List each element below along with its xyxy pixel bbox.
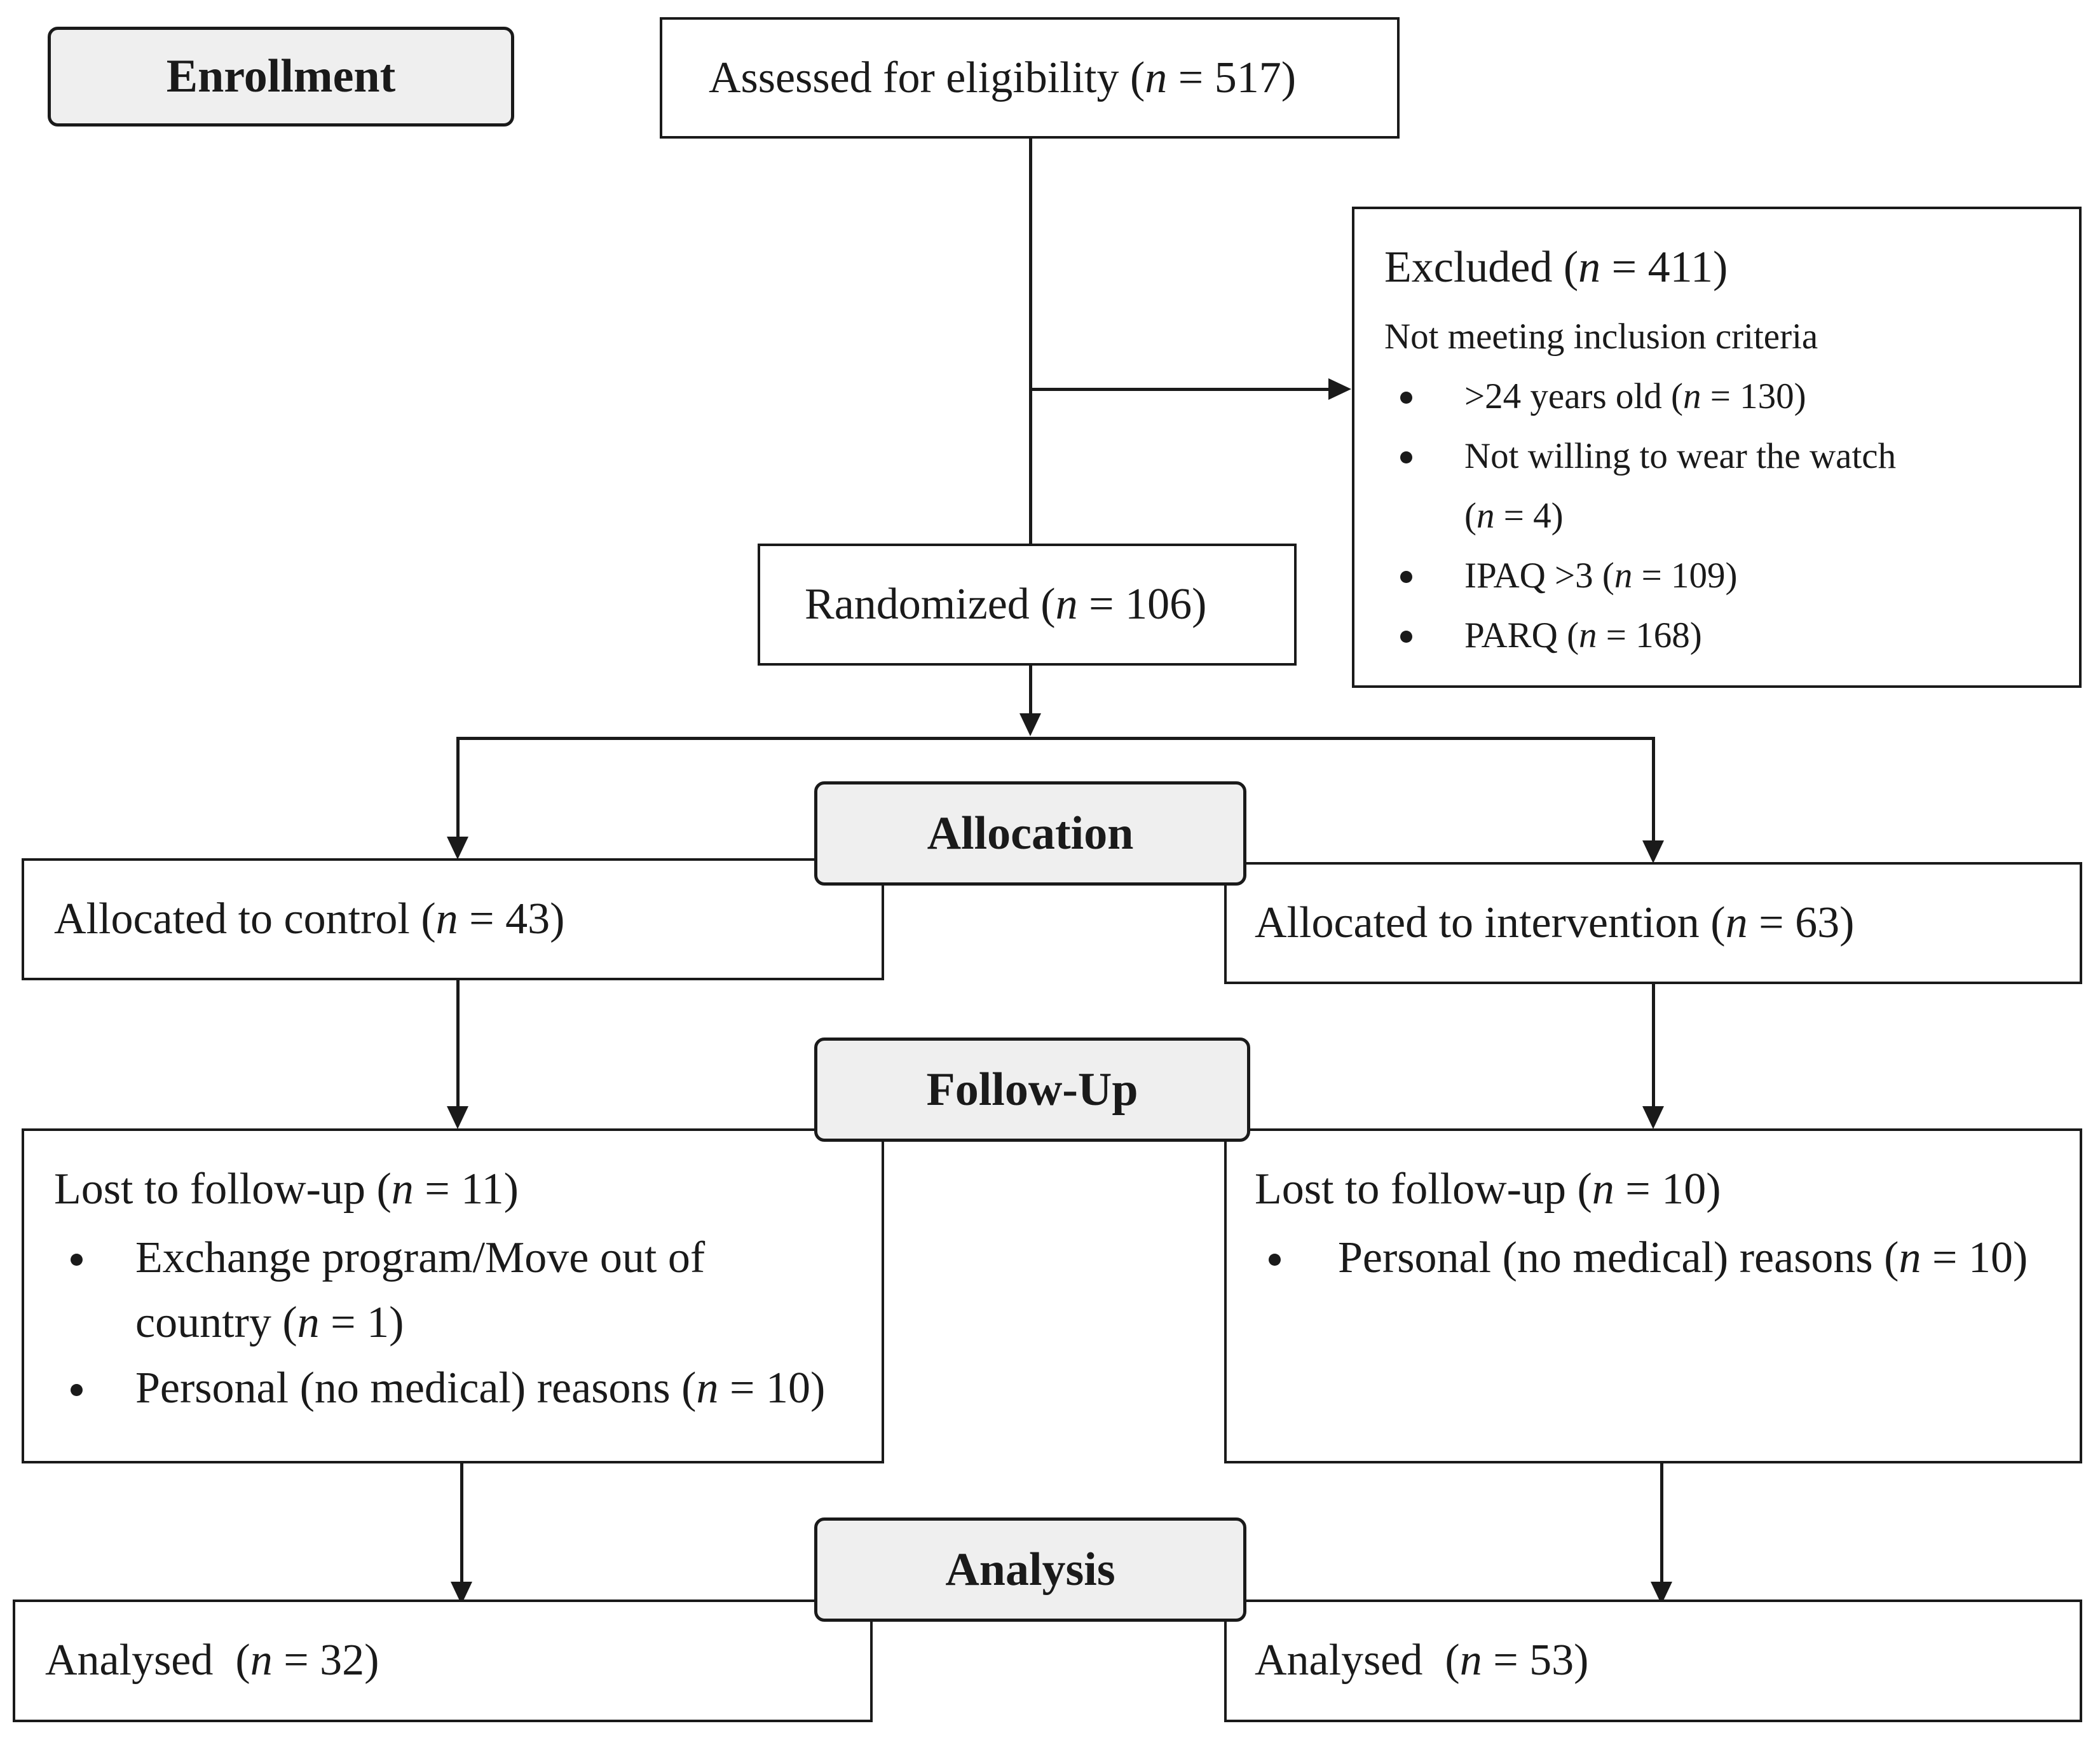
stage-follow-up: Follow-Up <box>814 1038 1250 1142</box>
lost-control-box: Lost to follow-up (n = 11) Exchange prog… <box>22 1128 884 1463</box>
bullet-icon <box>1400 392 1412 404</box>
connector-control-analysis <box>460 1462 463 1602</box>
arrow-to-excluded-icon <box>1328 378 1351 400</box>
connector-assessed-randomized <box>1029 139 1032 547</box>
allocated-control-box: Allocated to control (n = 43) <box>22 858 884 980</box>
bullet-icon <box>1269 1254 1281 1266</box>
lost-control-title: Lost to follow-up (n = 11) <box>54 1165 519 1214</box>
lost-intervention-box: Lost to follow-up (n = 10) Personal (no … <box>1224 1128 2082 1463</box>
analysed-intervention-text: Analysed (n = 53) <box>1255 1636 1589 1685</box>
allocated-control-text: Allocated to control (n = 43) <box>54 894 565 943</box>
lost-control-item-exchange: Exchange program/Move out of <box>135 1233 706 1282</box>
randomized-box: Randomized (n = 106) <box>758 544 1297 666</box>
excluded-title: Excluded (n = 411) <box>1384 243 1728 292</box>
lost-intervention-item-personal: Personal (no medical) reasons (n = 10) <box>1338 1233 2028 1282</box>
connector-to-excluded <box>1029 388 1344 391</box>
excluded-item-age: >24 years old (n = 130) <box>1464 376 1806 416</box>
arrow-control-followup-icon <box>447 1106 468 1129</box>
connector-control-followup <box>456 979 460 1120</box>
bullet-icon <box>1400 571 1412 583</box>
assessed-box: Assessed for eligibility (n = 517) <box>660 17 1400 139</box>
stage-enrollment: Enrollment <box>48 27 514 127</box>
bullet-icon <box>71 1254 83 1266</box>
arrow-randomized-icon <box>1019 713 1041 736</box>
excluded-item-parq: PARQ (n = 168) <box>1464 615 1702 655</box>
connector-randomized-split <box>1029 664 1032 728</box>
lost-control-item-exchange-line2: country (n = 1) <box>135 1298 404 1347</box>
stage-allocation-label: Allocation <box>927 807 1134 860</box>
stage-analysis-label: Analysis <box>945 1543 1115 1596</box>
lost-intervention-title: Lost to follow-up (n = 10) <box>1255 1165 1721 1214</box>
connector-intervention-followup <box>1652 984 1655 1120</box>
connector-to-intervention <box>1652 737 1655 846</box>
stage-allocation: Allocation <box>814 781 1246 886</box>
bullet-icon <box>1400 631 1412 643</box>
lost-control-item-personal: Personal (no medical) reasons (n = 10) <box>135 1364 826 1413</box>
stage-follow-up-label: Follow-Up <box>926 1063 1138 1116</box>
excluded-item-ipaq: IPAQ >3 (n = 109) <box>1464 556 1738 596</box>
analysed-control-box: Analysed (n = 32) <box>13 1600 873 1722</box>
assessed-text: Assessed for eligibility (n = 517) <box>709 53 1297 102</box>
analysed-intervention-box: Analysed (n = 53) <box>1224 1600 2082 1722</box>
allocated-intervention-box: Allocated to intervention (n = 63) <box>1224 862 2082 984</box>
arrow-to-control-icon <box>447 837 468 860</box>
connector-split-horizontal <box>456 737 1655 740</box>
stage-enrollment-label: Enrollment <box>166 50 396 102</box>
excluded-box: Excluded (n = 411) Not meeting inclusion… <box>1352 207 2082 688</box>
allocated-intervention-text: Allocated to intervention (n = 63) <box>1255 898 1855 947</box>
excluded-item-watch: Not willing to wear the watch <box>1464 436 1897 476</box>
bullet-icon <box>1400 451 1412 463</box>
analysed-control-text: Analysed (n = 32) <box>45 1636 379 1685</box>
arrow-to-intervention-icon <box>1642 840 1664 863</box>
arrow-intervention-followup-icon <box>1642 1106 1664 1129</box>
randomized-text: Randomized (n = 106) <box>805 580 1207 629</box>
excluded-subtitle: Not meeting inclusion criteria <box>1384 317 1818 357</box>
bullet-icon <box>71 1384 83 1396</box>
connector-intervention-analysis <box>1660 1462 1663 1602</box>
stage-analysis: Analysis <box>814 1517 1246 1622</box>
connector-to-control <box>456 737 460 842</box>
excluded-item-watch-count: (n = 4) <box>1464 496 1564 536</box>
